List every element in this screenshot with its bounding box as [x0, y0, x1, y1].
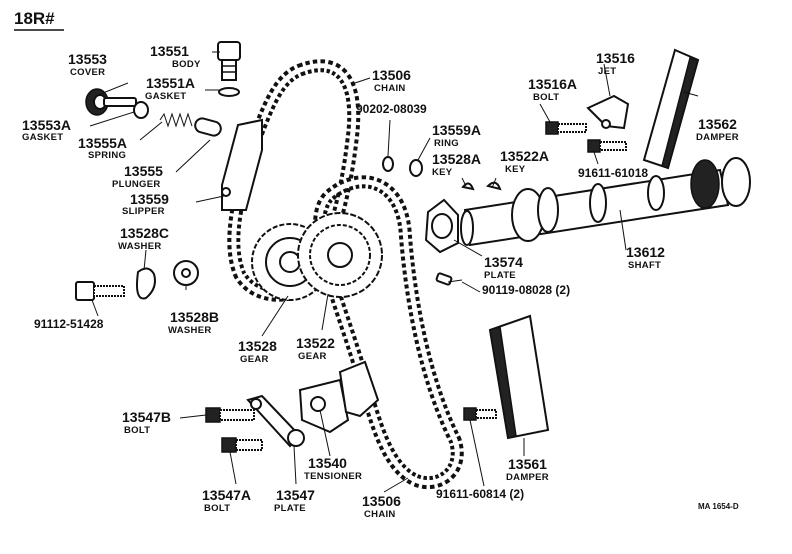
- callout-13551-number: 13551: [150, 43, 189, 59]
- bolt-91112-51428: [75, 281, 125, 301]
- callout-90119-number: 90119-08028 (2): [482, 283, 571, 297]
- slipper-13559: [221, 118, 263, 211]
- callout-13540-name: TENSIONER: [304, 471, 363, 482]
- key-13528A: [461, 182, 475, 191]
- callout-13551A-number: 13551A: [146, 75, 196, 91]
- callout-13555-number: 13555: [124, 163, 163, 179]
- callout-13553A-name: GASKET: [22, 132, 64, 143]
- tensioner-13540: [298, 360, 380, 434]
- callout-13547-number: 13547: [276, 487, 315, 503]
- callout-13612-name: SHAFT: [628, 260, 662, 271]
- ring-90202: [382, 156, 394, 172]
- callout-13528C-name: WASHER: [118, 241, 162, 252]
- callout-13528-number: 13528: [238, 338, 277, 354]
- callout-91611-60814-number: 91611-60814 (2): [436, 487, 525, 501]
- callout-13547B-name: BOLT: [124, 425, 151, 436]
- model-header: 18R#: [14, 9, 55, 28]
- callout-13555A-number: 13555A: [78, 135, 128, 151]
- leader-lines: [89, 51, 699, 493]
- bolt-90119: [435, 272, 463, 286]
- callout-13551-name: BODY: [172, 59, 201, 70]
- callout-13522A-name: KEY: [505, 164, 526, 175]
- callout-13522-name: GEAR: [298, 351, 327, 362]
- callout-13547B-number: 13547B: [122, 409, 172, 425]
- key-13522A: [486, 181, 502, 191]
- callout-13553A-number: 13553A: [22, 117, 72, 133]
- callout-13547A-name: BOLT: [204, 503, 231, 514]
- callout-13559A-number: 13559A: [432, 122, 482, 138]
- washer-13528C: [136, 267, 156, 300]
- cover-13553: [85, 88, 149, 119]
- callout-90202-number: 90202-08039: [356, 102, 427, 116]
- callout-13551A-name: GASKET: [145, 91, 187, 102]
- gear-13522: [297, 212, 383, 298]
- callout-13555-name: PLUNGER: [112, 179, 161, 190]
- callout-13562-name: DAMPER: [696, 132, 739, 143]
- drawing-code: MA 1654-D: [698, 502, 739, 511]
- callout-13528C-number: 13528C: [120, 225, 170, 241]
- spring-13555A: [159, 112, 193, 128]
- callout-13506-top-name: CHAIN: [374, 83, 406, 94]
- shaft-13612: [460, 157, 751, 247]
- callout-91112-51428-number: 91112-51428: [34, 317, 104, 331]
- bolt-13547A: [221, 437, 263, 453]
- callout-13553-number: 13553: [68, 51, 107, 67]
- bolt-91611-60814: [463, 407, 497, 421]
- callout-13506-bottom-number: 13506: [362, 493, 401, 509]
- callout-13506-bottom-name: CHAIN: [364, 509, 396, 520]
- callout-13528A-number: 13528A: [432, 151, 482, 167]
- callout-13506-top-number: 13506: [372, 67, 411, 83]
- callout-13559A-name: RING: [434, 138, 459, 149]
- tensioner-body-13551: [217, 41, 241, 97]
- callout-13547A-number: 13547A: [202, 487, 252, 503]
- callout-13528B-number: 13528B: [170, 309, 220, 325]
- callout-13528-name: GEAR: [240, 354, 269, 365]
- callout-13561-number: 13561: [508, 456, 547, 472]
- plate-13574: [424, 198, 459, 254]
- washer-13528B: [173, 260, 199, 286]
- bolt-91611-61018: [587, 139, 627, 153]
- plunger-13555: [194, 117, 222, 137]
- callout-13562-number: 13562: [698, 116, 737, 132]
- callout-13612-number: 13612: [626, 244, 665, 260]
- callout-13574-name: PLATE: [484, 270, 516, 281]
- callout-13553-name: COVER: [70, 67, 106, 78]
- callout-13528B-name: WASHER: [168, 325, 212, 336]
- callout-13522-number: 13522: [296, 335, 335, 351]
- callout-13547-name: PLATE: [274, 503, 306, 514]
- callout-91611-61018-number: 91611-61018: [578, 166, 649, 180]
- callout-13516A-name: BOLT: [533, 92, 560, 103]
- callout-13516A-number: 13516A: [528, 76, 578, 92]
- plate-13547: [246, 394, 305, 448]
- callout-13561-name: DAMPER: [506, 472, 549, 483]
- callout-13555A-name: SPRING: [88, 150, 127, 161]
- ring-13559A: [409, 159, 423, 177]
- callout-13559-number: 13559: [130, 191, 169, 207]
- callout-13516-name: JET: [598, 66, 617, 77]
- damper-13561: [488, 314, 550, 440]
- callout-13559-name: SLIPPER: [122, 206, 165, 217]
- callout-13522A-number: 13522A: [500, 148, 550, 164]
- callout-13528A-name: KEY: [432, 167, 453, 178]
- callout-13516-number: 13516: [596, 50, 635, 66]
- bolt-13547B: [205, 407, 255, 423]
- jet-13516: [586, 94, 630, 130]
- damper-13562: [642, 48, 700, 170]
- callout-13540-number: 13540: [308, 455, 347, 471]
- bolt-13516A: [545, 121, 587, 135]
- callout-13574-number: 13574: [484, 254, 523, 270]
